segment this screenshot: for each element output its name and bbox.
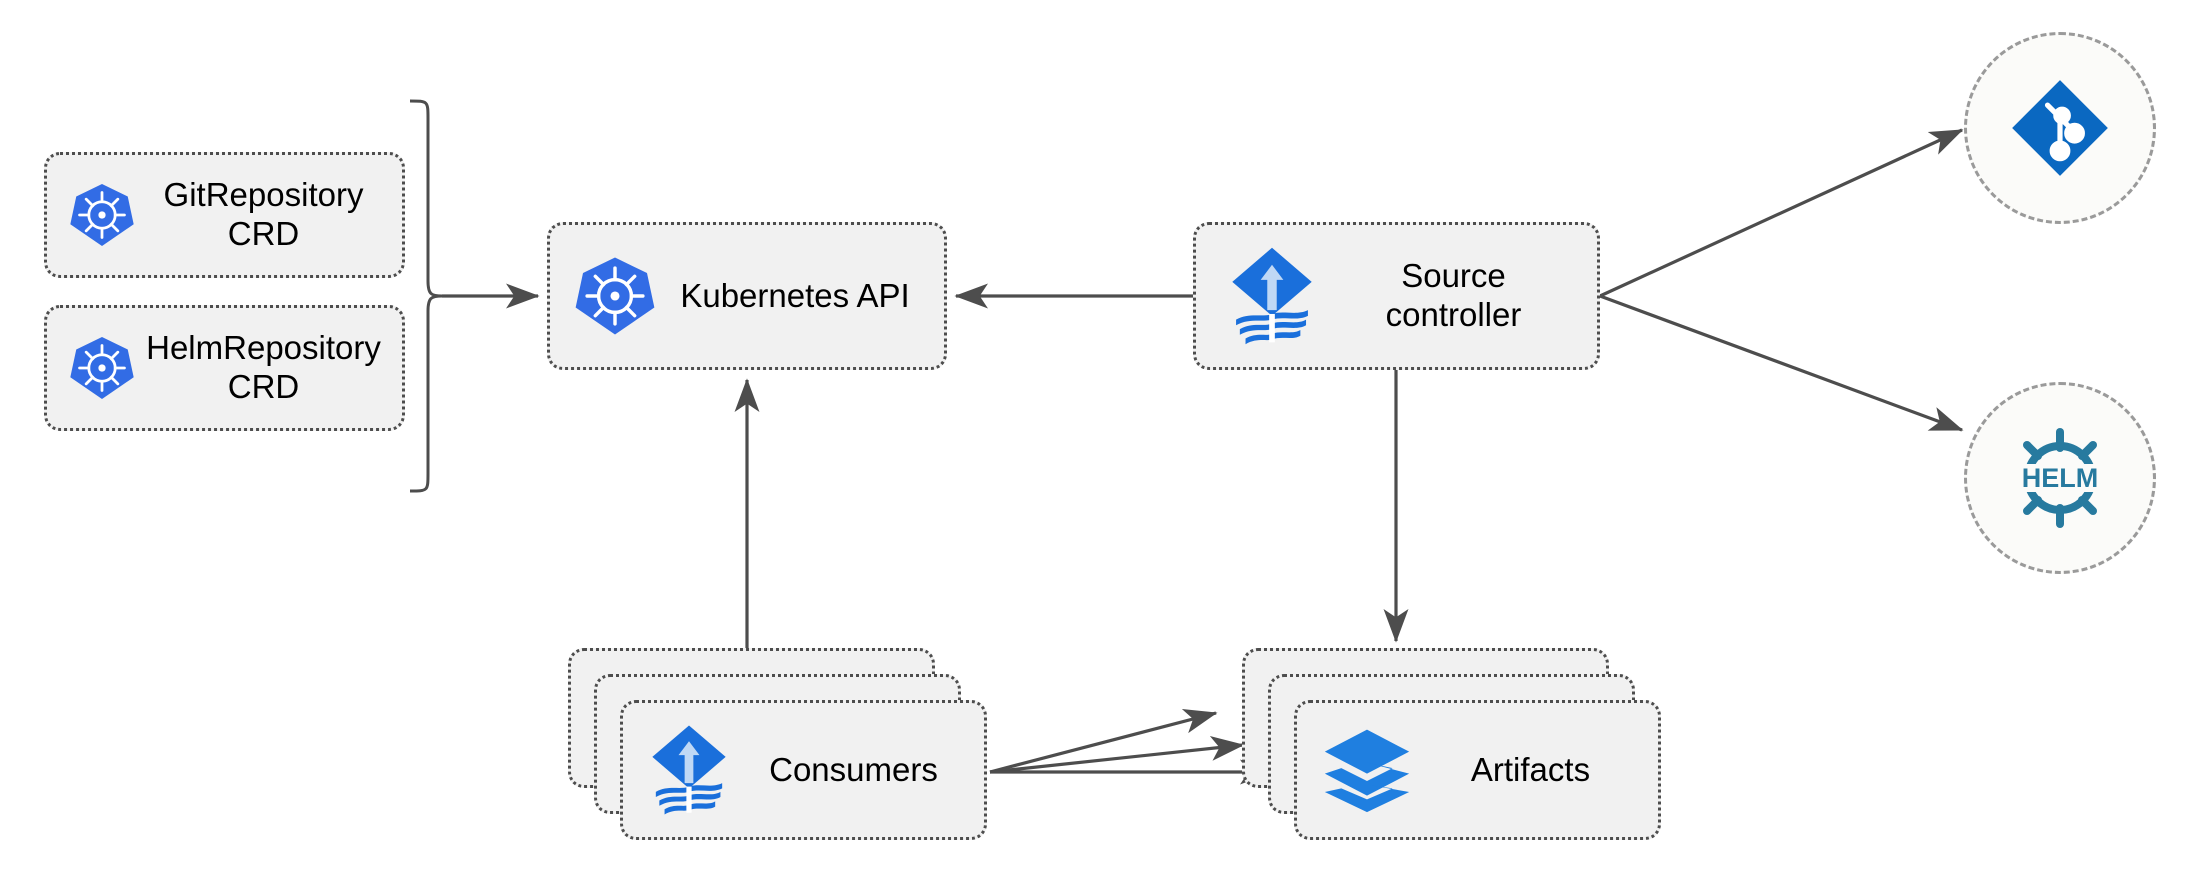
helm-wordmark: HELM: [2022, 463, 2099, 493]
crd-group-brace: [409, 99, 443, 493]
kubernetes-icon: [69, 335, 135, 401]
node-consumers-stack[interactable]: Consumers: [568, 648, 988, 843]
node-artifacts-stack[interactable]: Artifacts: [1242, 648, 1662, 843]
flux-source-icon: [645, 722, 733, 818]
edge-consumers-to-artifacts-middle: [989, 735, 1245, 774]
node-source-controller[interactable]: Source controller: [1193, 222, 1600, 370]
node-helm-source[interactable]: HELM: [1964, 382, 2156, 574]
artifact-layers-icon: [1321, 726, 1413, 814]
edge-source-controller-to-helm: [1599, 294, 1964, 432]
git-icon: [2008, 76, 2112, 180]
node-consumers[interactable]: Consumers: [620, 700, 987, 840]
flux-source-icon: [1224, 244, 1320, 348]
node-helm-repository-crd[interactable]: HelmRepository CRD: [44, 305, 405, 431]
node-label-git-repository-crd: GitRepository CRD: [163, 176, 364, 252]
node-git-source[interactable]: [1964, 32, 2156, 224]
edge-consumers-to-artifacts-top: [989, 709, 1218, 774]
kubernetes-icon: [574, 255, 656, 337]
node-label-kubernetes-api: Kubernetes API: [680, 276, 910, 314]
kubernetes-icon: [69, 182, 135, 248]
node-label-consumers: Consumers: [769, 750, 938, 788]
node-kubernetes-api[interactable]: Kubernetes API: [547, 222, 947, 370]
node-label-helm-repository-crd: HelmRepository CRD: [146, 329, 381, 405]
node-label-source-controller: Source controller: [1385, 257, 1522, 333]
node-git-repository-crd[interactable]: GitRepository CRD: [44, 152, 405, 278]
edge-source-controller-to-git: [1599, 128, 1964, 298]
helm-icon: HELM: [2000, 418, 2120, 538]
node-label-artifacts: Artifacts: [1470, 750, 1591, 788]
node-artifacts[interactable]: Artifacts: [1294, 700, 1661, 840]
